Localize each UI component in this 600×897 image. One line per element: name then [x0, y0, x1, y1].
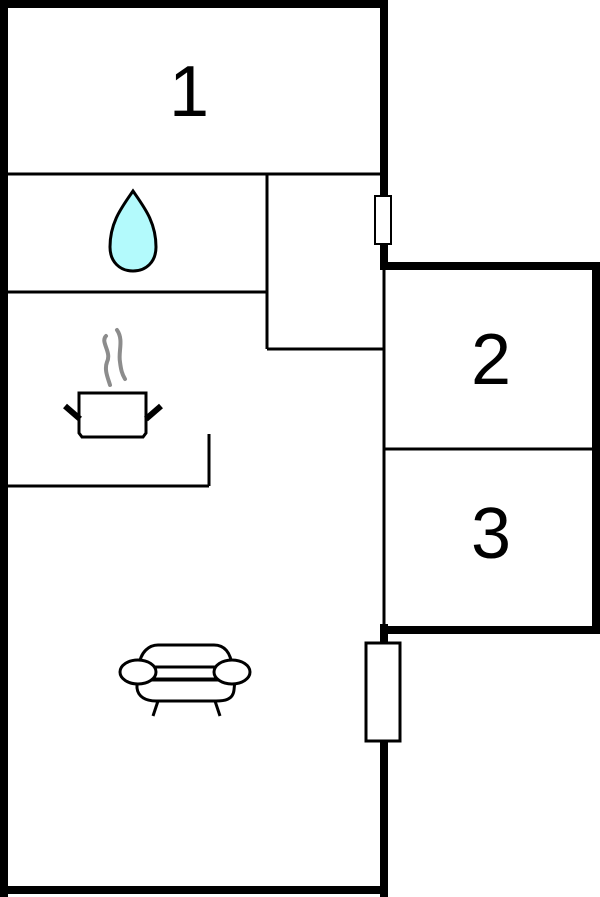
room-1-label: 1: [168, 52, 210, 132]
room-3-label: 3: [470, 494, 512, 574]
door-upper[interactable]: [374, 195, 392, 245]
interior-walls: [6, 172, 594, 630]
cooking-pot-icon: [63, 328, 163, 439]
water-drop-icon: [108, 188, 158, 273]
door-lower[interactable]: [364, 641, 402, 743]
room-2-label: 2: [470, 320, 512, 400]
sofa-icon: [118, 643, 252, 717]
